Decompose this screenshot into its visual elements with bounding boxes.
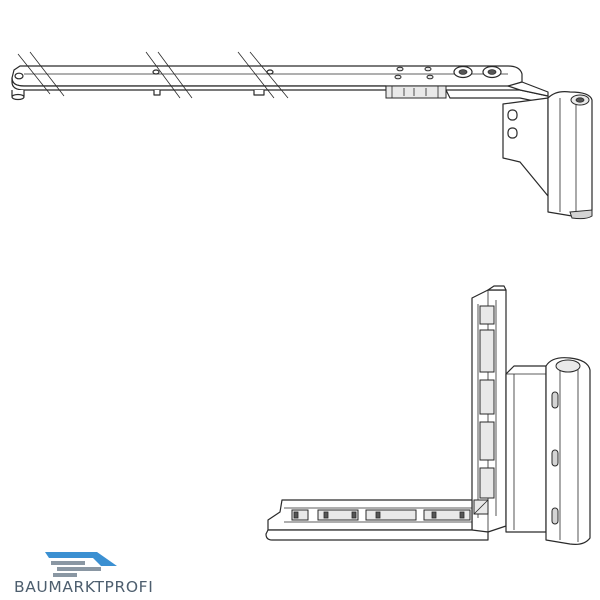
logo-wordmark: BAUMARKTPROFI [14, 578, 154, 596]
logo-roof-icon [45, 552, 117, 577]
stay-arm-icon [11, 51, 593, 220]
corner-hinge-icon [265, 285, 591, 545]
brand-logo: BAUMARKTPROFI [5, 548, 170, 600]
